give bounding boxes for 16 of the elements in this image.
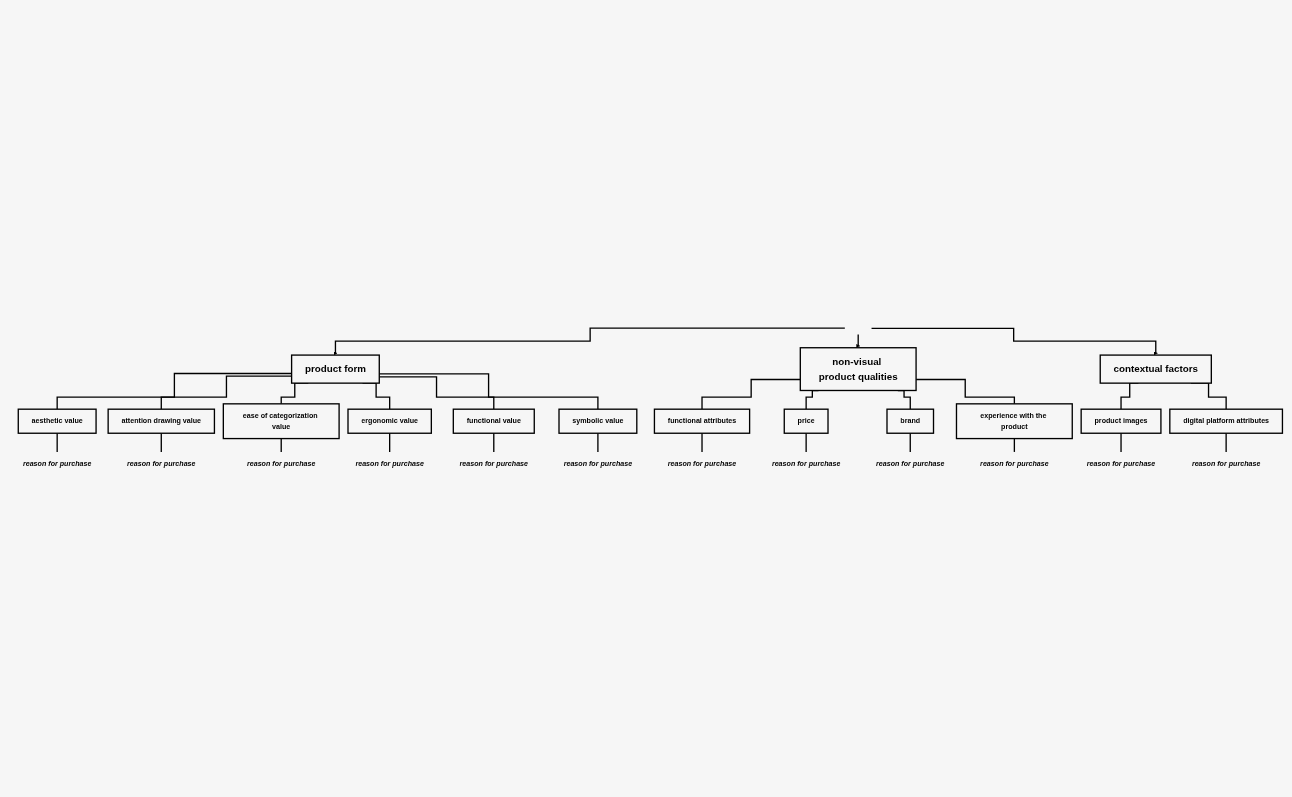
connector bbox=[1225, 432, 1227, 453]
node-box: contextual factors bbox=[1099, 354, 1212, 384]
connector bbox=[493, 432, 495, 453]
connector bbox=[909, 432, 911, 453]
node-box: product form bbox=[290, 354, 380, 384]
connector bbox=[701, 378, 801, 410]
arrow bbox=[333, 327, 846, 356]
connector bbox=[389, 432, 391, 453]
connector bbox=[701, 432, 703, 453]
connector bbox=[160, 432, 162, 453]
connector bbox=[1120, 432, 1122, 453]
connector bbox=[597, 432, 599, 453]
connector bbox=[56, 432, 58, 453]
arrow bbox=[870, 327, 1158, 356]
connector bbox=[805, 432, 807, 453]
node-box: non-visual product qualities bbox=[799, 347, 917, 392]
